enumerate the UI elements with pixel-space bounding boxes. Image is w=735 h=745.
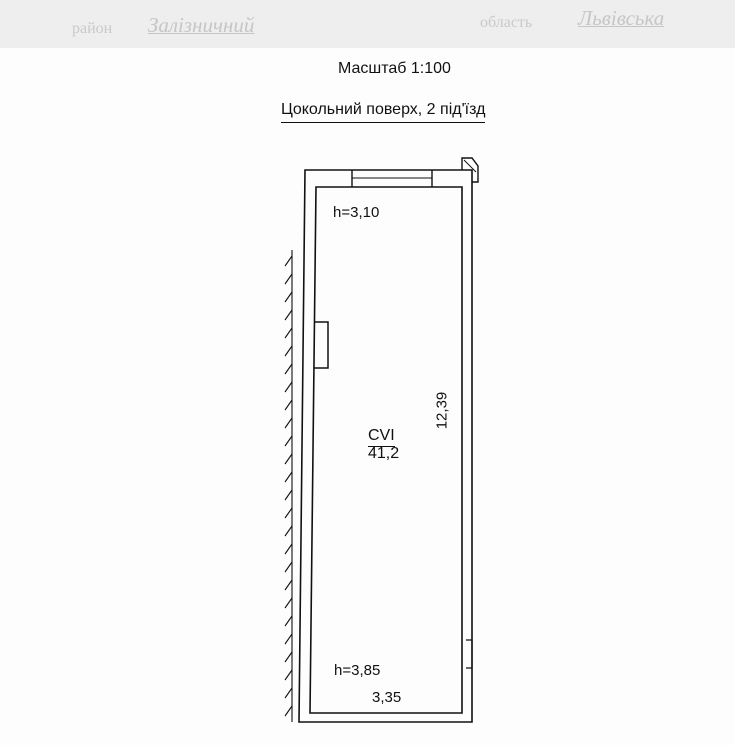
ceiling-height-top: h=3,10 (333, 204, 380, 221)
region-value: Львівська (578, 6, 665, 30)
room-width-dimension: 3,35 (372, 689, 402, 706)
corner-stub (461, 157, 479, 183)
ceiling-height-bottom: h=3,85 (334, 662, 381, 679)
scale-label: Масштаб 1:100 (338, 60, 451, 77)
wall-niche (314, 321, 329, 369)
outer-wall (298, 169, 473, 723)
room-code: CVI (368, 427, 395, 447)
district-value: Залізничний (148, 13, 255, 37)
room-area: 41,2 (368, 445, 400, 462)
inner-wall (309, 186, 463, 714)
room-length-dimension: 12,39 (433, 391, 451, 430)
floor-title: Цокольний поверх, 2 під'їзд (281, 101, 486, 123)
ground-hatching (284, 250, 293, 722)
right-wall-break (466, 639, 473, 669)
region-label: область (480, 14, 533, 31)
district-label: район (72, 20, 113, 37)
form-header: район Залізничний область Львівська (0, 0, 735, 48)
corner-stub-cross (463, 159, 477, 173)
